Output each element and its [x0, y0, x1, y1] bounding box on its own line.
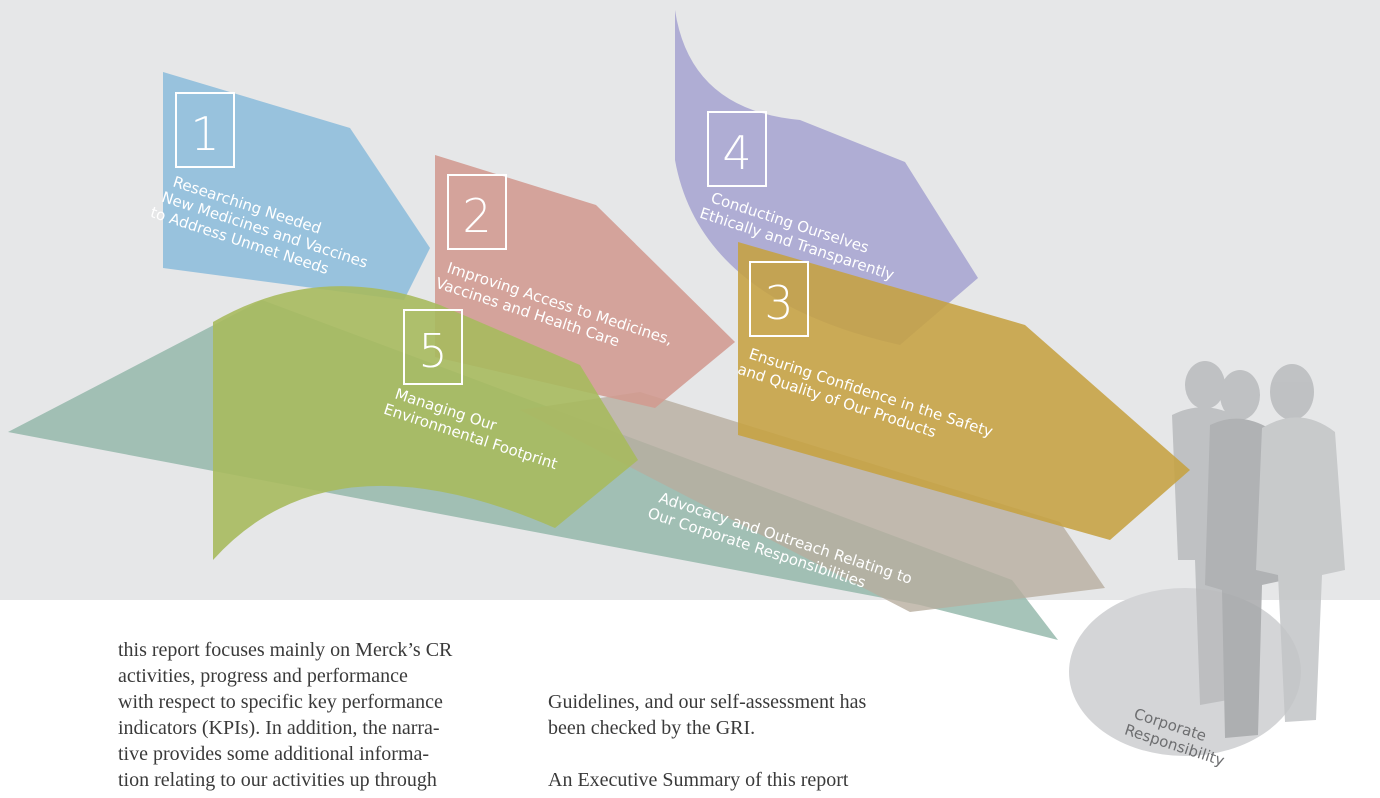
body-line: [548, 741, 908, 767]
arrow-4-number-box: [707, 111, 767, 187]
body-line: indicators (KPIs). In addition, the narr…: [118, 717, 440, 739]
arrow-1-number: 1: [190, 107, 219, 161]
arrow-4-number: 4: [722, 126, 751, 180]
body-line: been checked by the GRI.: [548, 717, 756, 739]
body-line: Guidelines, and our self-assessment has: [548, 691, 867, 713]
arrow-3: [738, 242, 1190, 540]
advocacy-band: [520, 392, 1105, 612]
arrow-1: [163, 72, 430, 300]
body-line: An Executive Summary of this report: [548, 769, 849, 791]
body-line: tive provides some additional informa-: [118, 743, 430, 765]
body-column-1: this report focuses mainly on Merck’s CR…: [118, 637, 518, 793]
people-silhouettes: [1172, 361, 1345, 738]
arrow-3-number-box: [749, 261, 809, 337]
arrow-2-number: 2: [462, 189, 491, 243]
arrow-2-number-box: [447, 174, 507, 250]
body-line: with respect to specific key performance: [118, 691, 443, 713]
arrow-1-number-box: [175, 92, 235, 168]
body-column-2: Guidelines, and our self-assessment has …: [548, 689, 908, 793]
body-line: tion relating to our activities up throu…: [118, 769, 437, 791]
arrow-3-number: 3: [764, 276, 793, 330]
arrow-5-number: 5: [418, 324, 447, 378]
arrow-5-number-box: [403, 309, 463, 385]
body-line: this report focuses mainly on Merck’s CR: [118, 639, 453, 661]
body-line: activities, progress and performance: [118, 665, 408, 687]
arrow-5: [213, 286, 638, 560]
